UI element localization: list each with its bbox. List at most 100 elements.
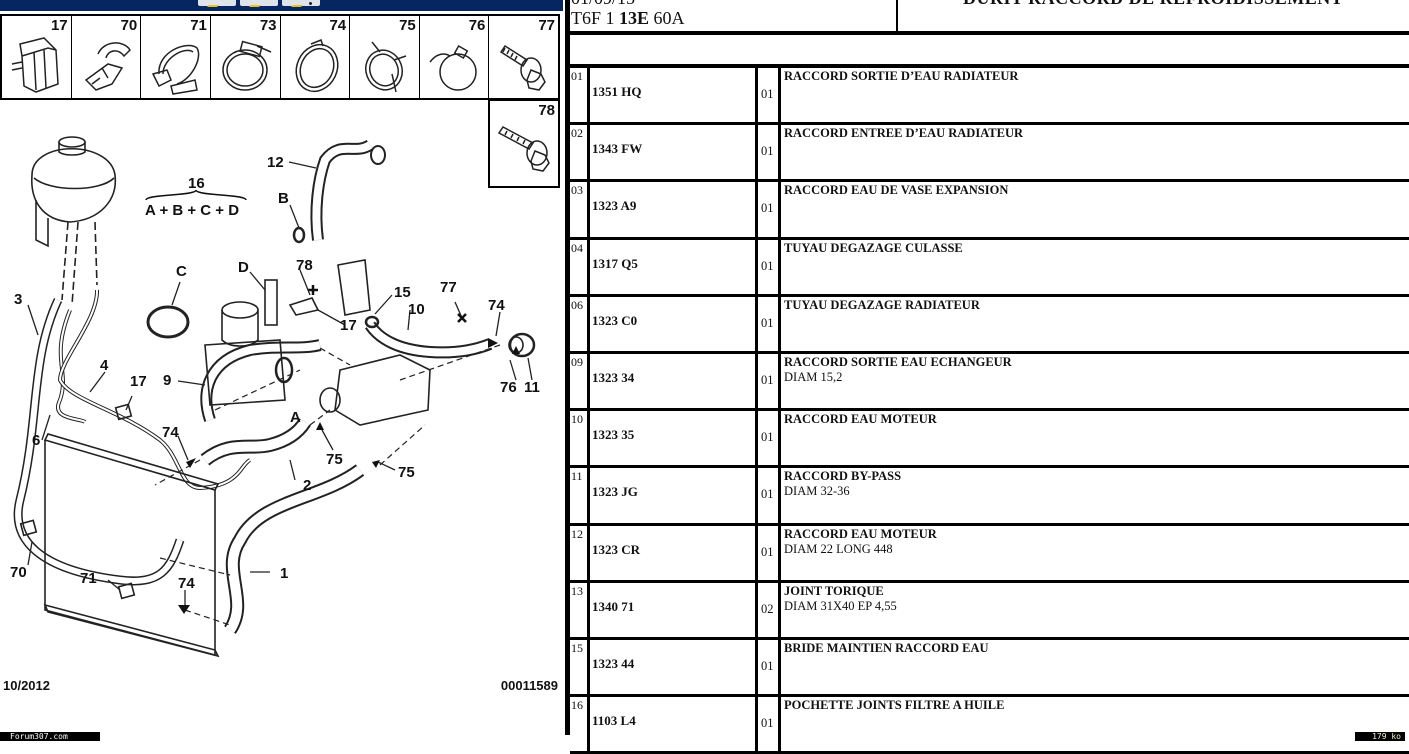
worm-drive-clamp-icon [222, 40, 272, 91]
item-number: 13 [570, 582, 590, 637]
callout-10: 10 [408, 301, 425, 318]
callout-9: 9 [163, 372, 171, 389]
callout-3: 3 [14, 291, 22, 308]
callout-16: 16 [188, 175, 205, 192]
callout-74-top: 74 [488, 297, 505, 314]
description: RACCORD SORTIE D’EAU RADIATEUR [784, 69, 1019, 83]
toolbar-button-2[interactable] [240, 0, 278, 7]
file-size: 179 ko [1355, 732, 1405, 741]
part-reference: 1317 Q5 [590, 239, 758, 294]
part-cell: 71 [141, 16, 211, 98]
description: RACCORD ENTREE D’EAU RADIATEUR [784, 126, 1024, 141]
description-cell: BRIDE MAINTIEN RACCORD EAU [781, 640, 1409, 695]
description: RACCORD SORTIE EAU ECHANGEUR [784, 354, 1012, 369]
description: RACCORD EAU DE VASE EXPANSION [784, 183, 1009, 198]
description: BRIDE MAINTIEN RACCORD EAU [784, 640, 989, 655]
part-number: 76 [468, 17, 486, 34]
description: RACCORD EAU MOTEUR [784, 526, 937, 541]
item-number: 09 [570, 353, 590, 409]
part-number: 74 [329, 17, 347, 34]
strap-clamp-icon [152, 44, 200, 95]
quantity: 01 [758, 296, 781, 351]
part-reference: 1323 JG [590, 468, 758, 523]
item-number: 04 [570, 239, 590, 294]
callout-a: A [290, 409, 301, 426]
parts-list-document: 01/09/15 T6F 1 13E 60A DURIT RACCORD DE … [563, 0, 1409, 754]
callout-74-bottom: 74 [178, 575, 195, 592]
header-rule [565, 64, 1409, 68]
quantity: 01 [758, 239, 781, 294]
part-reference: 1351 HQ [590, 68, 758, 123]
part-number: 73 [259, 17, 277, 34]
description-detail: DIAM 31X40 EP 4,55 [784, 598, 897, 613]
callout-b: B [278, 190, 289, 207]
part-reference: 1103 L4 [590, 697, 758, 752]
callout-78: 78 [296, 257, 313, 274]
item-number: 11 [570, 468, 590, 523]
description-cell: TUYAU DEGAZAGE CULASSE [781, 240, 1409, 295]
oil-filter-housing [204, 301, 286, 406]
description-detail: DIAM 15,2 [784, 369, 843, 384]
callout-76: 76 [500, 379, 517, 396]
pencil-icon [207, 0, 223, 7]
callout-1: 1 [280, 565, 288, 582]
pencil-icon [291, 0, 307, 7]
quantity: 01 [758, 68, 781, 123]
item-number: 06 [570, 296, 590, 351]
part-number: 17 [50, 17, 68, 34]
pipe-clip-icon [84, 42, 131, 91]
callout-77: 77 [440, 279, 457, 296]
parts-diagram: 17 70 71 73 74 [0, 0, 563, 742]
part-reference: 1323 CR [590, 525, 758, 580]
callout-4: 4 [100, 357, 109, 374]
toolbar-button-1[interactable] [198, 0, 236, 7]
quantity: 01 [758, 353, 781, 409]
part-reference: 1323 C0 [590, 296, 758, 351]
part-cell-78: 78 [488, 99, 560, 188]
callout-75-mid: 75 [326, 451, 343, 468]
toolbar-button-3[interactable] [282, 0, 320, 7]
part-cell: 73 [211, 16, 281, 98]
quantity: 01 [758, 639, 781, 695]
callout-75-right: 75 [398, 464, 415, 481]
description-cell: POCHETTE JOINTS FILTRE A HUILE [781, 697, 1409, 752]
description-cell: TUYAU DEGAZAGE RADIATEUR [781, 297, 1409, 352]
header-rule [565, 31, 1409, 35]
viewer-toolbar [0, 0, 563, 11]
description: POCHETTE JOINTS FILTRE A HUILE [784, 698, 1005, 713]
quantity: 01 [758, 125, 781, 180]
callout-15: 17 [340, 317, 357, 334]
flange-bolt-icon [500, 44, 547, 91]
item-number: 10 [570, 411, 590, 466]
header-reference: T6F 1 13E 60A [571, 8, 685, 29]
quantity: 01 [758, 411, 781, 466]
part-cell: 77 [489, 16, 560, 98]
diagram-date: 10/2012 [3, 678, 50, 693]
arrow-down-icon [309, 2, 312, 5]
description-detail: DIAM 32-36 [784, 484, 850, 499]
quantity: 01 [758, 182, 781, 237]
item-number: 12 [570, 525, 590, 580]
callout-c: C [176, 263, 187, 280]
callout-74-mid: 74 [162, 424, 179, 441]
header-divider [896, 0, 898, 31]
item-number: 16 [570, 697, 590, 752]
header-date: 01/09/15 [571, 0, 635, 9]
part-cell: 70 [72, 16, 142, 98]
border-line [565, 0, 570, 735]
